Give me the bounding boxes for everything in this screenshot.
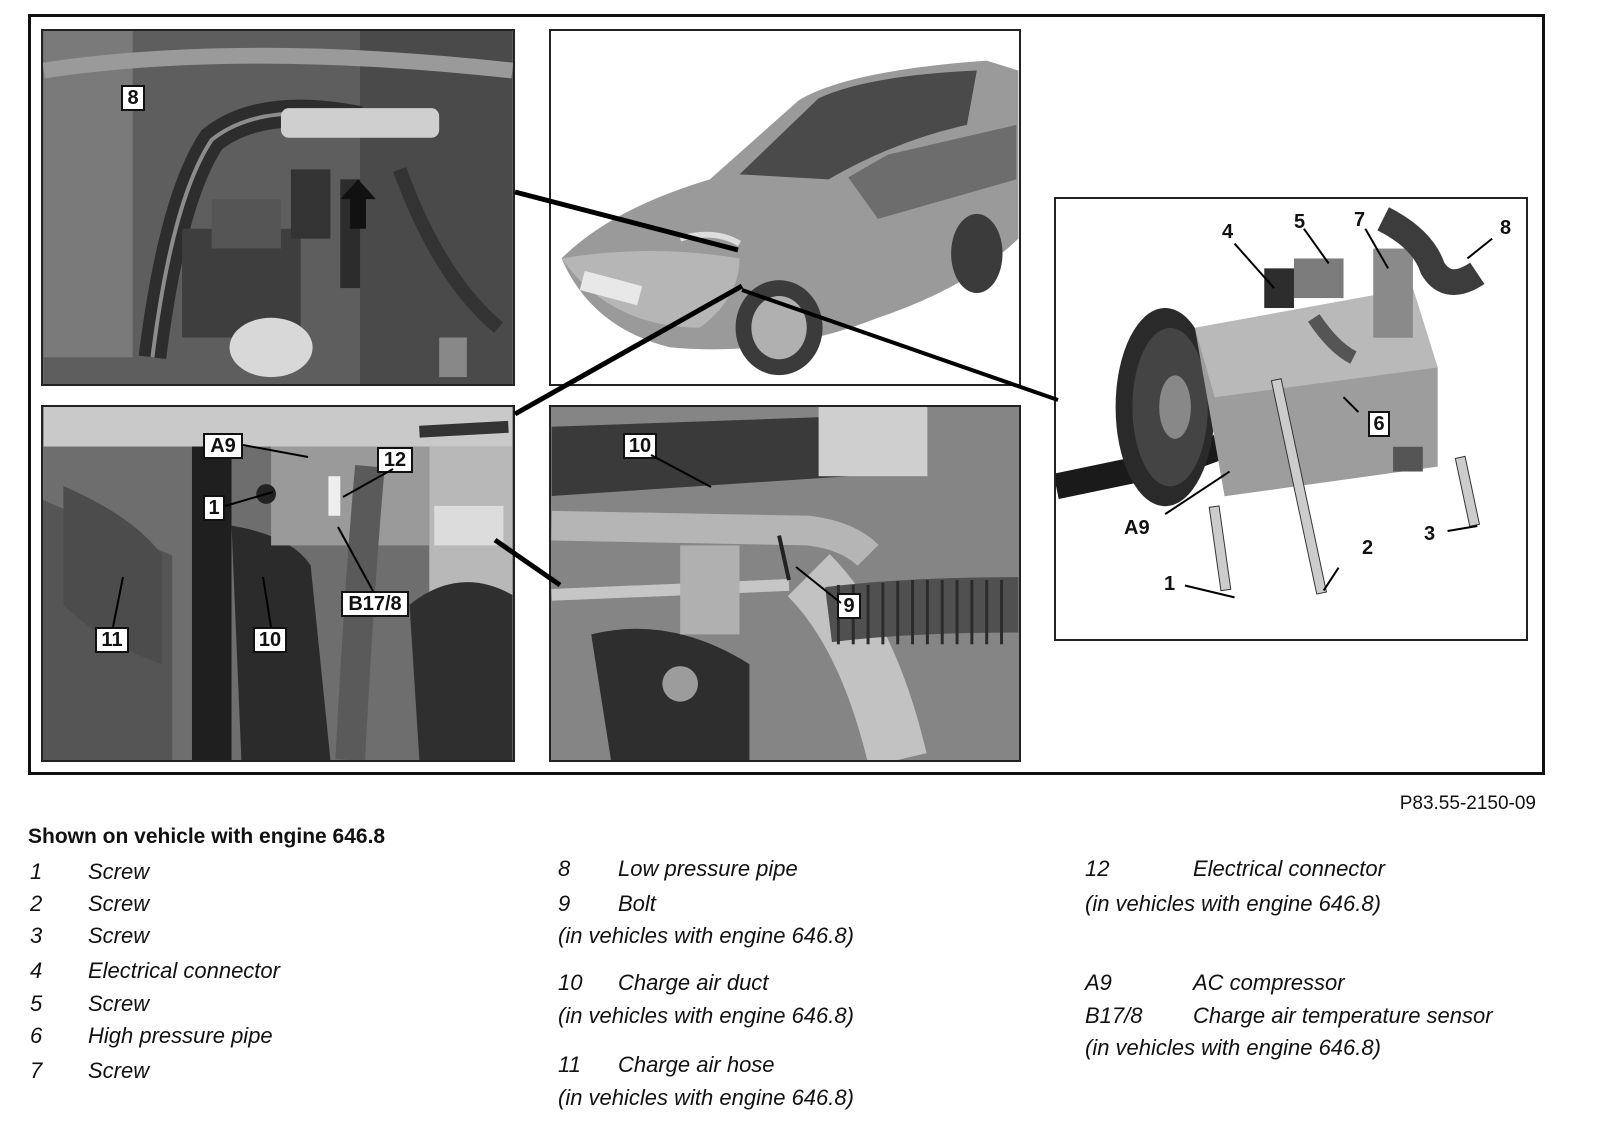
legend-desc: Screw	[88, 891, 150, 916]
legend-note: (in vehicles with engine 646.8)	[558, 1003, 854, 1028]
callout-b17-8-lower: B17/8	[341, 591, 409, 617]
legend-desc: Charge air hose	[618, 1052, 775, 1077]
legend-num: 3	[30, 923, 43, 948]
callout-12-lower: 12	[377, 447, 413, 473]
callout-11-lower: 11	[95, 627, 129, 653]
charge-air-duct-illustration	[551, 407, 1019, 760]
legend-desc: Charge air temperature sensor	[1193, 1003, 1493, 1028]
callout-6-compressor: 6	[1368, 411, 1390, 437]
vehicle-illustration	[551, 31, 1019, 384]
callout-1-compressor: 1	[1164, 573, 1176, 595]
legend-num: 5	[30, 991, 43, 1016]
legend-num: 2	[30, 891, 43, 916]
legend-desc: AC compressor	[1193, 970, 1345, 995]
callout-1-lower: 1	[203, 495, 225, 521]
legend-note: (in vehicles with engine 646.8)	[1085, 1035, 1381, 1060]
legend-desc: Screw	[88, 991, 150, 1016]
legend-num: 7	[30, 1058, 43, 1083]
lower-engine-photo: A9 1 12 B17/8 11 10	[41, 405, 515, 762]
legend-note: (in vehicles with engine 646.8)	[558, 923, 854, 948]
legend-num: B17/8	[1085, 1003, 1143, 1028]
legend-num: 11	[558, 1052, 581, 1077]
callout-10-duct: 10	[623, 433, 657, 459]
figure-code: P83.55-2150-09	[1399, 793, 1536, 814]
callout-a9-lower: A9	[203, 433, 243, 459]
callout-7-compressor: 7	[1354, 209, 1366, 231]
legend-desc: Screw	[88, 923, 150, 948]
legend-num: 9	[558, 891, 571, 916]
legend-heading: Shown on vehicle with engine 646.8	[28, 825, 386, 848]
legend-desc: Electrical connector	[1193, 856, 1385, 881]
engine-bay-illustration	[43, 31, 513, 384]
legend-note: (in vehicles with engine 646.8)	[558, 1085, 854, 1110]
legend-desc: Electrical connector	[88, 958, 280, 983]
callout-5-compressor: 5	[1294, 211, 1306, 233]
legend-num: 8	[558, 856, 571, 881]
legend-num: 10	[558, 970, 583, 995]
callout-9-duct: 9	[837, 593, 861, 619]
callout-3-compressor: 3	[1424, 523, 1436, 545]
engine-bay-photo: 8	[41, 29, 515, 386]
callout-10-lower: 10	[253, 627, 287, 653]
legend-desc: Screw	[88, 1058, 150, 1083]
legend-num: 1	[30, 859, 43, 884]
legend-num: A9	[1085, 970, 1112, 995]
legend-desc: Low pressure pipe	[618, 856, 798, 881]
callout-a9-compressor: A9	[1124, 517, 1150, 539]
legend-num: 12	[1085, 856, 1110, 881]
ac-compressor-drawing: 1 2 3 4 5 6 7 8 A9	[1054, 197, 1528, 641]
callout-2-compressor: 2	[1362, 537, 1374, 559]
callout-8-compressor: 8	[1500, 217, 1512, 239]
legend-desc: Bolt	[618, 891, 656, 916]
legend-num: 4	[30, 958, 43, 983]
callout-8-engine: 8	[121, 85, 145, 111]
compressor-illustration	[1056, 199, 1526, 639]
charge-air-duct-photo: 10 9	[549, 405, 1021, 762]
lower-engine-illustration	[43, 407, 513, 760]
legend-note: (in vehicles with engine 646.8)	[1085, 891, 1381, 916]
vehicle-photo	[549, 29, 1021, 386]
legend-num: 6	[30, 1023, 43, 1048]
legend-desc: Charge air duct	[618, 970, 769, 995]
legend-desc: High pressure pipe	[88, 1023, 273, 1048]
legend-desc: Screw	[88, 859, 150, 884]
callout-4-compressor: 4	[1222, 221, 1234, 243]
